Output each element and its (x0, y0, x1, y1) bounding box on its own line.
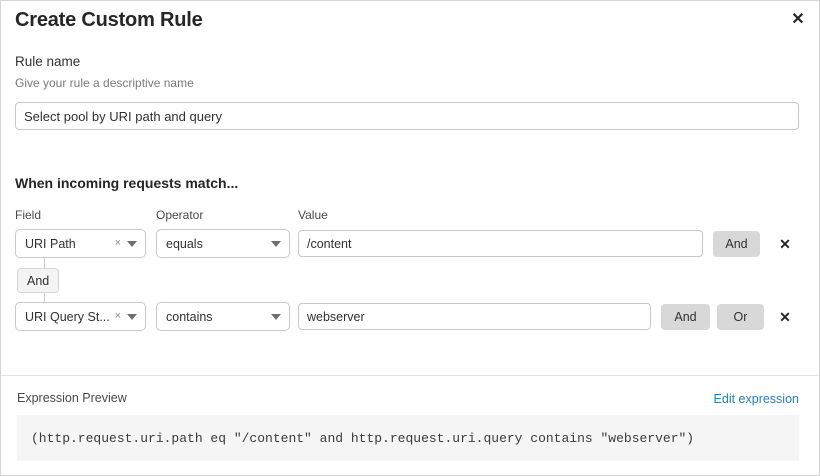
or-button-row-2[interactable]: Or (717, 304, 764, 330)
chevron-down-icon (127, 240, 137, 247)
expression-code: (http.request.uri.path eq "/content" and… (31, 430, 695, 446)
clear-icon[interactable]: × (114, 237, 121, 249)
clear-icon[interactable]: × (114, 310, 121, 322)
field-select-row-1[interactable]: URI Path × (15, 229, 146, 258)
match-section-heading: When incoming requests match... (15, 175, 239, 191)
operator-select-row-1-value: equals (166, 236, 203, 251)
close-icon[interactable]: ✕ (785, 7, 811, 33)
chevron-down-icon (271, 313, 281, 320)
rule-name-label: Rule name (15, 54, 81, 69)
rule-name-input[interactable] (15, 102, 799, 130)
operator-select-row-1[interactable]: equals (156, 229, 290, 258)
connector-and-badge[interactable]: And (17, 268, 60, 293)
field-select-row-2[interactable]: URI Query St... × (15, 302, 146, 331)
section-divider (1, 375, 819, 376)
expression-preview-box: (http.request.uri.path eq "/content" and… (17, 415, 799, 461)
and-button-row-2[interactable]: And (661, 304, 710, 330)
chevron-down-icon (127, 313, 137, 320)
field-select-row-2-value: URI Query St... (25, 309, 110, 324)
and-button-row-1[interactable]: And (713, 231, 760, 257)
connector-line-bottom (44, 293, 45, 303)
connector-line-top (44, 258, 45, 269)
edit-expression-link[interactable]: Edit expression (713, 392, 799, 406)
dialog-title: Create Custom Rule (15, 9, 203, 31)
delete-row-1-button[interactable]: ✕ (775, 234, 795, 254)
value-input-row-2[interactable] (298, 303, 651, 330)
operator-select-row-2-value: contains (166, 309, 213, 324)
chevron-down-icon (271, 240, 281, 247)
value-input-row-1[interactable] (298, 230, 703, 257)
delete-row-2-button[interactable]: ✕ (775, 307, 795, 327)
column-header-operator: Operator (156, 208, 204, 222)
operator-select-row-2[interactable]: contains (156, 302, 290, 331)
column-header-value: Value (298, 208, 328, 222)
field-select-row-1-value: URI Path (25, 236, 76, 251)
column-header-field: Field (15, 208, 42, 222)
rule-name-description: Give your rule a descriptive name (15, 76, 194, 90)
expression-preview-label: Expression Preview (17, 391, 127, 405)
